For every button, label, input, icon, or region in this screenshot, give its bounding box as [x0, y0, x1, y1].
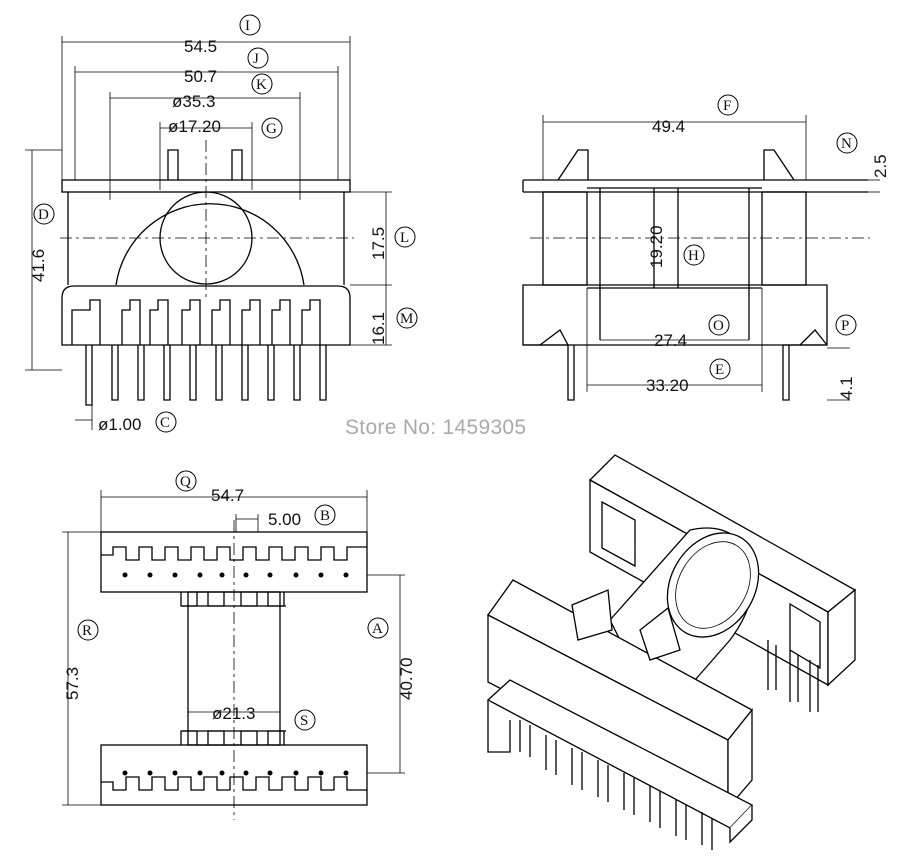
callout-J: J: [253, 51, 259, 67]
dim-41-6: 41.6: [29, 249, 48, 282]
isometric-view: [486, 454, 857, 850]
callout-I: I: [245, 18, 250, 34]
dim-57-3: 57.3: [63, 667, 82, 700]
dim-dia-17-20: ø17.20: [168, 117, 221, 136]
callout-N: N: [841, 136, 852, 152]
callout-R: R: [82, 623, 92, 639]
top-view: 54.7 5.00 57.3 40.70 ø21.3 Q B R A S: [62, 470, 416, 820]
callout-K: K: [256, 77, 267, 93]
dim-49-4: 49.4: [652, 117, 685, 136]
dim-50-7: 50.7: [184, 67, 217, 86]
dim-2-5: 2.5: [871, 154, 890, 178]
side-view: 49.4 2.5 19.20 27.4 33.20 4.1 F N H O P …: [522, 94, 890, 401]
dim-5-00: 5.00: [268, 510, 301, 529]
dim-54-5: 54.5: [184, 37, 217, 56]
callout-S: S: [300, 713, 308, 729]
callout-L: L: [400, 230, 409, 246]
dim-33-20: 33.20: [646, 376, 689, 395]
dim-19-20: 19.20: [647, 225, 666, 268]
callout-H: H: [688, 248, 699, 264]
callout-E: E: [715, 362, 724, 378]
dim-16-1: 16.1: [369, 312, 388, 345]
front-view: 54.5 50.7 ø35.3 ø17.20 41.6 17.5 16.1 ø1…: [25, 14, 418, 434]
callout-C: C: [160, 415, 170, 431]
dim-17-5: 17.5: [369, 227, 388, 260]
dim-dia-21-3: ø21.3: [212, 704, 255, 723]
dim-4-1: 4.1: [837, 376, 856, 400]
dim-dia-35-3: ø35.3: [172, 92, 215, 111]
dim-27-4: 27.4: [654, 331, 687, 350]
dim-54-7: 54.7: [211, 486, 244, 505]
callout-M: M: [400, 311, 413, 327]
dim-dia-1-00: ø1.00: [98, 415, 141, 434]
callout-G: G: [266, 121, 277, 137]
callout-B: B: [320, 508, 330, 524]
callout-A: A: [372, 621, 383, 637]
dim-40-70: 40.70: [397, 657, 416, 700]
store-watermark: Store No: 1459305: [345, 416, 527, 439]
callout-O: O: [713, 318, 724, 334]
callout-P: P: [841, 318, 849, 334]
callout-D: D: [38, 207, 49, 223]
callout-F: F: [723, 98, 731, 114]
callout-Q: Q: [180, 474, 191, 490]
